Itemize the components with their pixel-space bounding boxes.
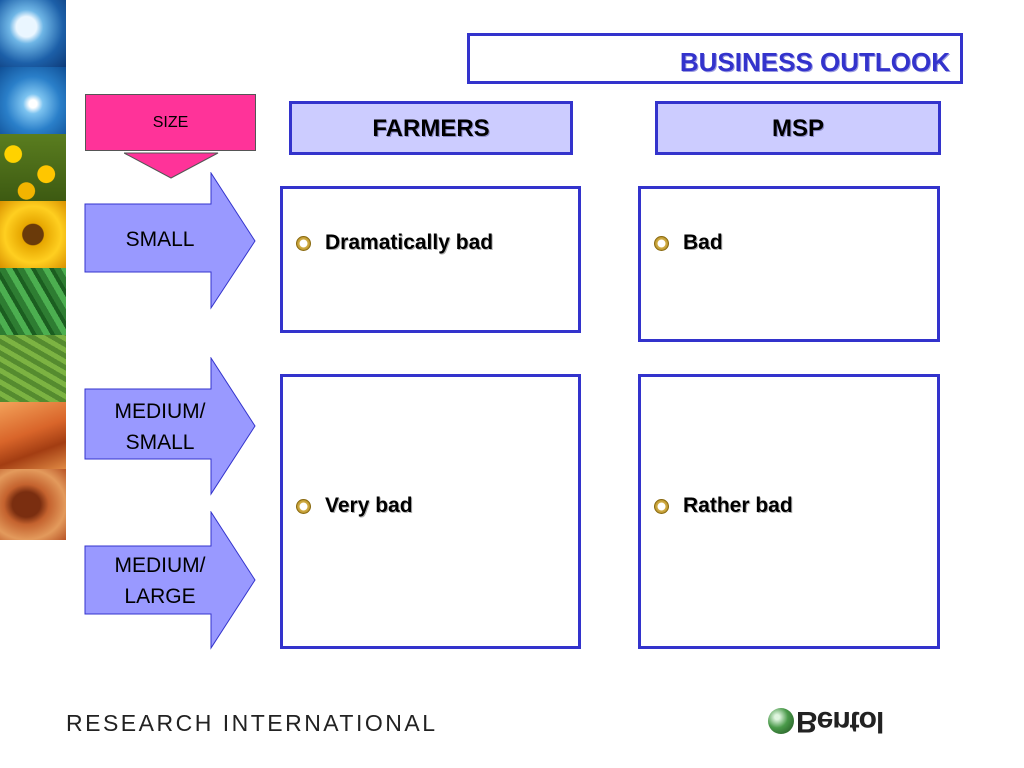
brand-logo: Bentol: [768, 704, 883, 738]
row-label-medium-large: MEDIUM/ LARGE: [114, 554, 206, 608]
logo-ball-icon: [768, 708, 794, 734]
water-drop-image: [0, 67, 66, 134]
cell-farmers-medium: [280, 374, 581, 649]
list-item: Bad: [654, 231, 723, 255]
list-item: Rather bad: [654, 494, 793, 518]
title-box: BUSINESS OUTLOOK: [467, 33, 963, 84]
sunflower-closeup-image: [0, 201, 66, 268]
list-item: Very bad: [296, 494, 413, 518]
company-name: RESEARCH INTERNATIONAL: [66, 710, 438, 736]
bullet-icon: [654, 235, 669, 251]
list-item: Dramatically bad: [296, 231, 493, 255]
wave-image: [0, 0, 66, 67]
column-header-farmers: FARMERS: [289, 101, 573, 155]
size-label: SIZE: [152, 114, 189, 131]
foliage-image: [0, 268, 66, 335]
bullet-icon: [654, 498, 669, 514]
page-title: BUSINESS OUTLOOK: [679, 47, 950, 77]
column-header-msp: MSP: [655, 101, 941, 155]
row-label-medium-small: MEDIUM/ SMALL: [114, 400, 206, 454]
leaf-image: [0, 335, 66, 402]
cell-msp-medium: [638, 374, 940, 649]
desert-dunes-image: [0, 402, 66, 469]
cell-farmers-small: [280, 186, 581, 333]
size-box: SIZE: [85, 94, 256, 151]
footprint-sand-image: [0, 469, 66, 540]
decorative-image-strip: [0, 0, 66, 540]
row-label-small: SMALL: [125, 228, 195, 251]
arrow-right-icon: [84, 357, 256, 496]
arrow-right-icon: [84, 511, 256, 650]
bullet-icon: [296, 498, 311, 514]
logo-text: Bentol: [796, 705, 884, 738]
cell-msp-small: [638, 186, 940, 342]
arrow-down-icon: [124, 152, 219, 179]
sunflower-field-image: [0, 134, 66, 201]
arrow-right-icon: [84, 172, 256, 310]
bullet-icon: [296, 235, 311, 251]
